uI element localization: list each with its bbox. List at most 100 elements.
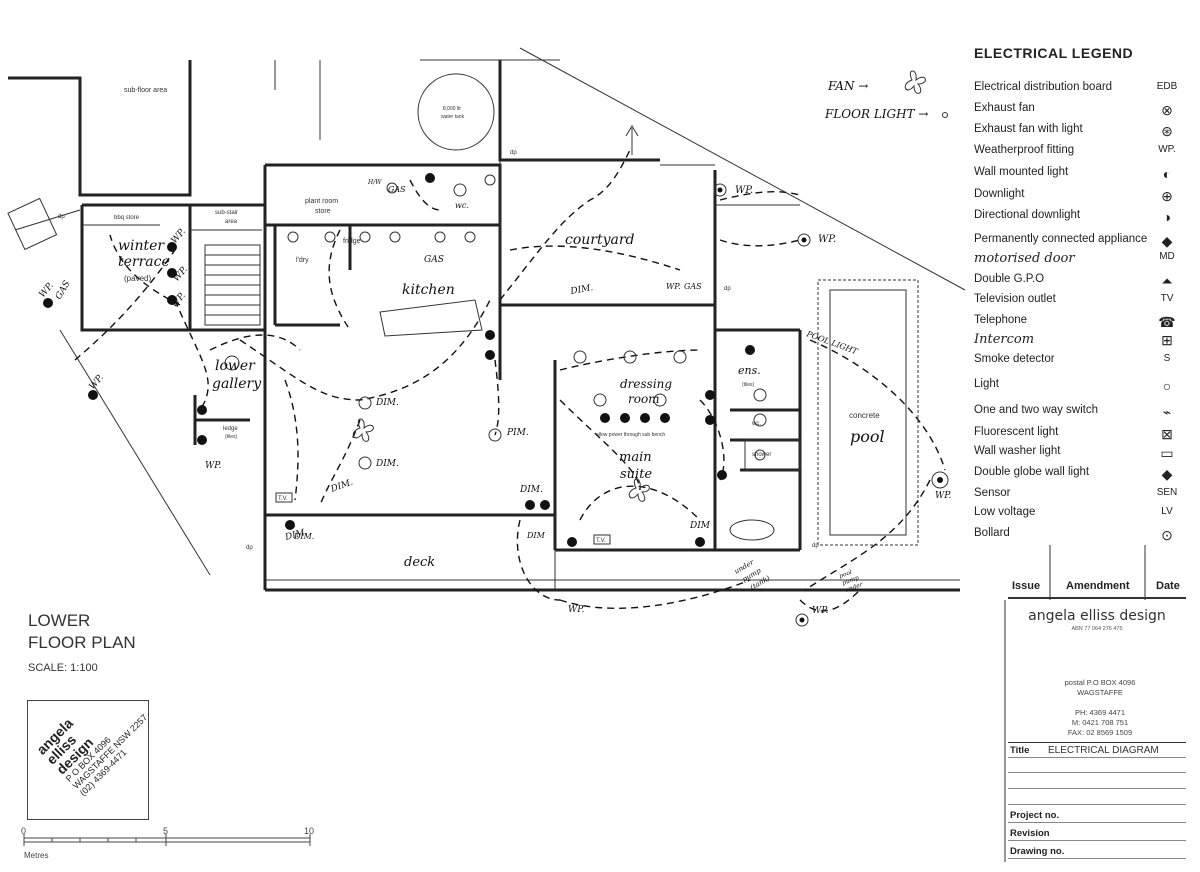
legend-label: Exhaust fan: [974, 102, 1035, 114]
weatherproof-icon: WP.: [1158, 144, 1176, 155]
svg-text:winter: winter: [118, 238, 165, 254]
intercom-icon: ⊞: [1161, 332, 1173, 348]
postal-line1: postal P.O BOX 4096: [1064, 678, 1136, 687]
svg-text:H/W: H/W: [367, 179, 382, 186]
legend-label: Sensor: [974, 487, 1011, 499]
svg-text:GAS: GAS: [684, 282, 702, 291]
shower-base: [744, 439, 801, 471]
svg-text:8,000 ltr: 8,000 ltr: [443, 106, 461, 112]
fluorescent-icon: ⊠: [1161, 426, 1173, 442]
svg-text:ledge: ledge: [223, 426, 238, 432]
svg-text:PIM.: PIM.: [506, 428, 529, 438]
svg-text:terrace: terrace: [118, 254, 170, 270]
svg-text:kitchen: kitchen: [402, 282, 455, 298]
svg-text:wc.: wc.: [455, 201, 469, 210]
svg-text:plant room: plant room: [305, 198, 338, 205]
motorised-door-icon: MD: [1159, 251, 1175, 262]
project-row: Project no.: [1008, 808, 1186, 823]
title-key: Title: [1010, 745, 1030, 756]
legend-label: Wall washer light: [974, 445, 1061, 457]
svg-text:area: area: [225, 219, 238, 225]
legend-label: Fluorescent light: [974, 426, 1059, 438]
legend-label: Smoke detector: [974, 353, 1055, 365]
plan-title-line2: FLOOR PLAN: [28, 633, 136, 652]
bath: [729, 519, 775, 541]
floor-light-icon: [942, 112, 948, 118]
fan-icon: [904, 70, 926, 94]
double-globe-icon: ◆: [1161, 466, 1173, 482]
legend-label: Permanently connected appliance: [974, 233, 1148, 245]
mobile: M: 0421 708 751: [1071, 718, 1129, 727]
svg-text:GAS: GAS: [388, 185, 406, 194]
svg-text:(tiles): (tiles): [742, 382, 755, 388]
directional-downlight-icon: ◑: [1162, 209, 1172, 225]
svg-text:WP.: WP.: [735, 185, 753, 196]
svg-text:concrete: concrete: [849, 411, 880, 420]
amend-date-header: Date: [1156, 580, 1180, 592]
svg-text:sub-stair: sub-stair: [215, 210, 238, 216]
legend-label: Directional downlight: [974, 209, 1081, 221]
svg-text:WP.: WP.: [170, 227, 188, 246]
legend-label: Telephone: [974, 314, 1028, 326]
telephone-icon: ☎: [1158, 314, 1176, 330]
company-address: postal P.O BOX 4096 WAGSTAFFE PH: 4369 4…: [1030, 678, 1170, 738]
legend-label: Downlight: [974, 188, 1025, 200]
plan-title: LOWER FLOOR PLAN: [28, 610, 136, 654]
svg-text:dp: dp: [724, 286, 731, 292]
svg-text:sub-floor area: sub-floor area: [124, 87, 167, 94]
phone: PH: 4369 4471: [1074, 708, 1126, 717]
revision-key: Revision: [1010, 828, 1050, 839]
legend-row: Light○: [974, 378, 1184, 398]
legend-label: Exhaust fan with light: [974, 123, 1083, 135]
svg-text:wc.: wc.: [751, 421, 761, 427]
tv-outlet-icon: TV: [1160, 293, 1174, 304]
svg-text:store: store: [315, 208, 331, 215]
svg-text:bbq store: bbq store: [114, 215, 140, 221]
legend-title: ELECTRICAL LEGEND: [974, 45, 1134, 61]
legend-row: Television outlet TV: [974, 293, 1184, 313]
drawing-row: Drawing no.: [1008, 844, 1186, 859]
legend-label: Television outlet: [974, 293, 1056, 305]
company-block: angela elliss design ABN 77 064 276 475: [1008, 608, 1186, 632]
svg-text:pool: pool: [838, 569, 853, 580]
site-boundary: [59, 329, 211, 576]
svg-text:WP.: WP.: [88, 373, 106, 392]
svg-text:dp: dp: [58, 214, 65, 220]
amend-issue-header: Issue: [1012, 580, 1041, 592]
svg-text:l'dry: l'dry: [296, 257, 309, 264]
svg-text:dp: dp: [510, 150, 517, 156]
company-name: angela elliss design: [1028, 608, 1166, 624]
plan-title-line1: LOWER: [28, 611, 91, 630]
legend-label: Double globe wall light: [974, 466, 1090, 478]
electrical-legend: ELECTRICAL LEGEND Electrical distributio…: [968, 45, 1190, 543]
svg-text:DIM.: DIM.: [293, 532, 314, 541]
company-stamp: angela elliss design P O BOX 4096 WAGSTA…: [27, 700, 149, 820]
title-row: Title ELECTRICAL DIAGRAM: [1008, 742, 1186, 758]
legend-row: Weatherproof fitting WP.: [974, 144, 1184, 164]
drawing-key: Drawing no.: [1010, 846, 1065, 857]
svg-text:dp: dp: [246, 545, 253, 551]
main-walls: [193, 160, 802, 590]
appliance-icon: ◆: [1161, 233, 1173, 249]
svg-text:POOL LIGHT: POOL LIGHT: [804, 329, 859, 356]
svg-text:courtyard: courtyard: [565, 232, 635, 248]
svg-text:WP.: WP.: [568, 605, 584, 615]
legend-row: Fluorescent light ⊠: [974, 426, 1184, 446]
blank-row: [1008, 774, 1186, 789]
fixtures: [43, 70, 949, 627]
legend-label: Weatherproof fitting: [974, 144, 1075, 156]
svg-text:ens.: ens.: [738, 364, 761, 377]
distribution-board-icon: EDB: [1156, 81, 1178, 92]
light-icon: ○: [1162, 378, 1172, 394]
svg-text:DIM.: DIM.: [569, 283, 594, 297]
low-voltage-icon: LV: [1161, 506, 1173, 517]
company-abn: ABN 77 064 276 475: [1071, 626, 1123, 632]
title-value: ELECTRICAL DIAGRAM: [1048, 745, 1159, 756]
plan-scale: SCALE: 1:100: [28, 662, 98, 674]
svg-text:WP.: WP.: [818, 234, 836, 245]
floor-light-annotation: FLOOR LIGHT →: [824, 107, 928, 121]
svg-text:WP.: WP.: [205, 461, 221, 471]
